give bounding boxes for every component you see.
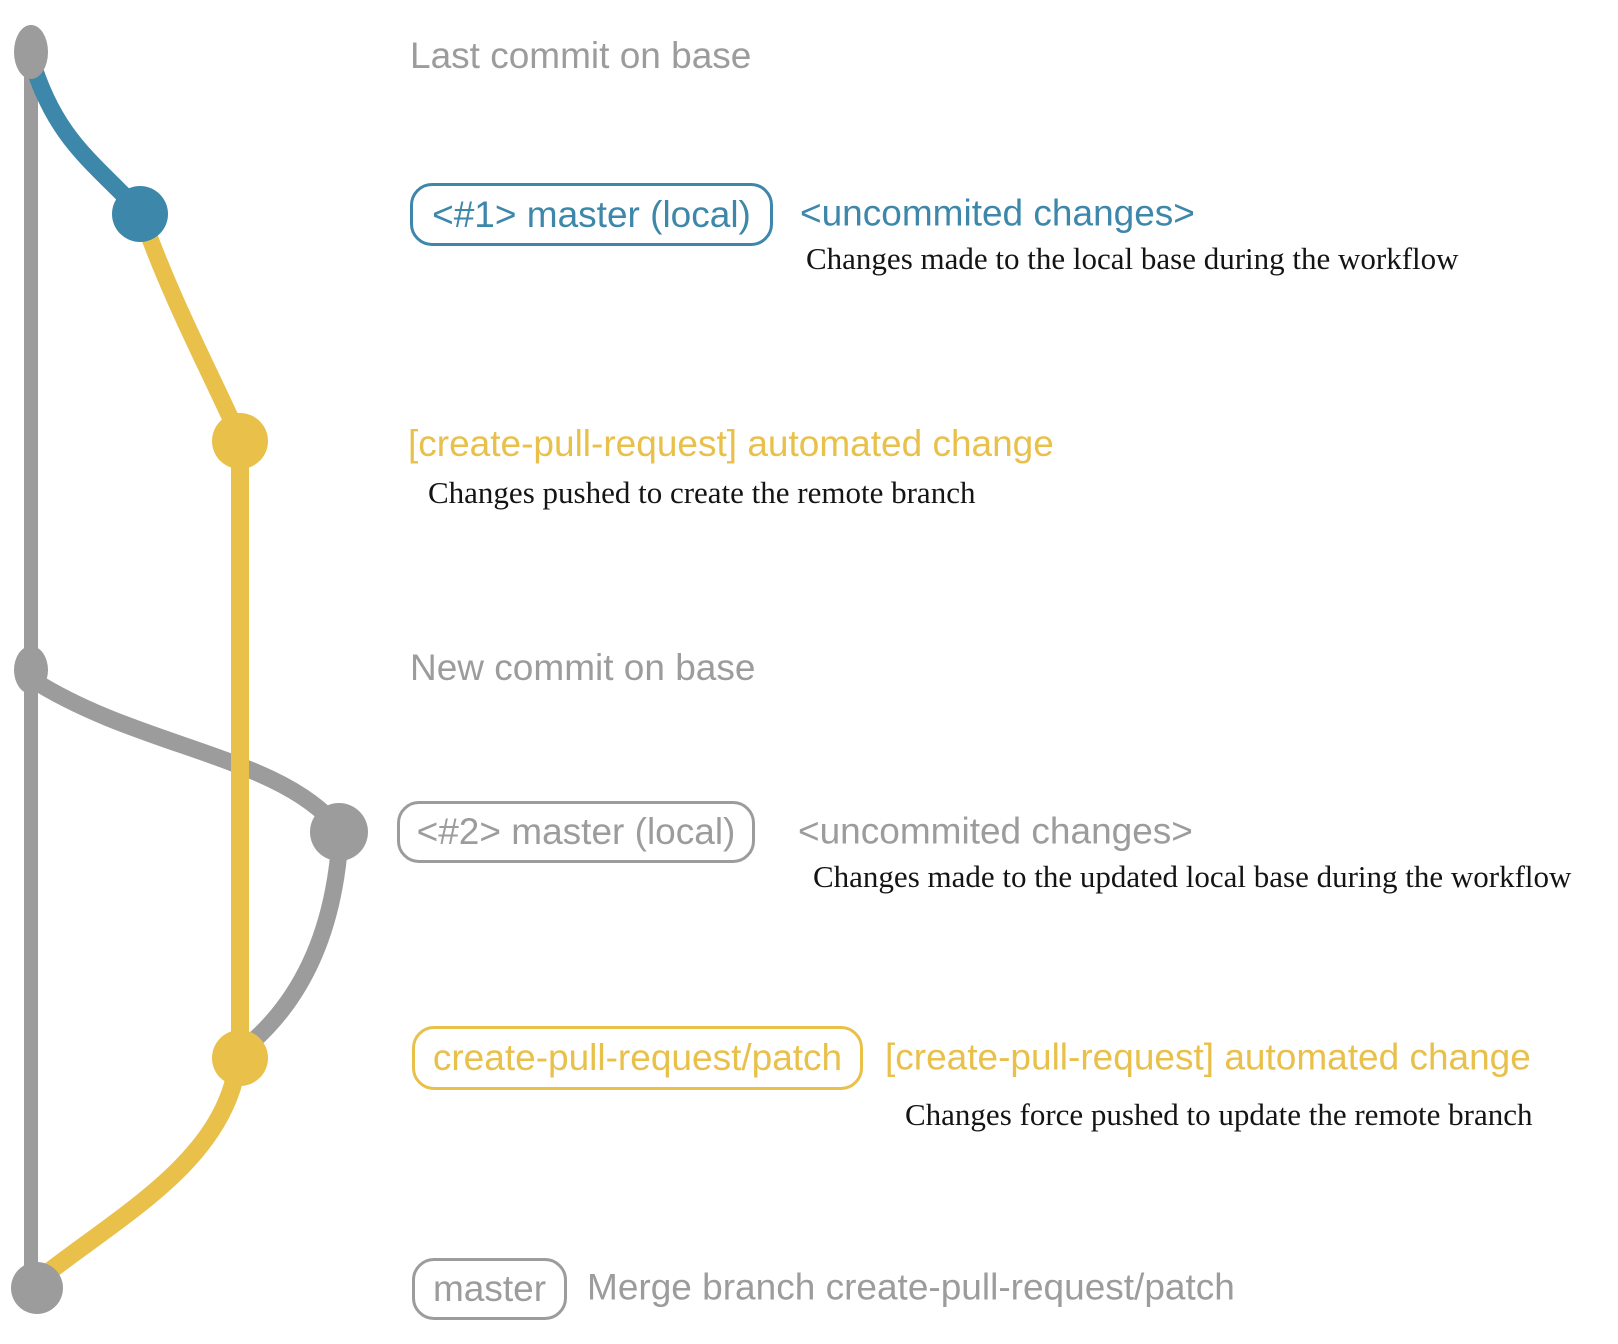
edge-base-to-local1 (22, 49, 147, 219)
commit-dot-base-new (14, 646, 48, 694)
ref-badge-local-master-1: <#1> master (local) (410, 183, 773, 246)
commit-dot-base-last (14, 25, 48, 79)
ref-badge-master: master (412, 1258, 567, 1320)
edge-newbase-to-local2 (24, 671, 347, 837)
description-local-master-1: Changes made to the local base during th… (806, 241, 1459, 276)
description-local-master-2: Changes made to the updated local base d… (813, 859, 1572, 894)
commit-dot-local2 (310, 803, 368, 861)
commit-message-patch-2: [create-pull-request] automated change (885, 1036, 1531, 1078)
commit-message-patch-1: [create-pull-request] automated change (408, 423, 1054, 464)
ref-badge-patch-branch: create-pull-request/patch (412, 1026, 863, 1090)
commit-message-local-master-2: <uncommited changes> (798, 810, 1193, 852)
commit-dot-local1 (112, 186, 168, 242)
caption-new-commit-on-base: New commit on base (410, 647, 756, 688)
commit-message-local-master-1: <uncommited changes> (800, 192, 1195, 234)
commit-dot-merge (11, 1262, 63, 1314)
caption-last-commit-on-base: Last commit on base (410, 35, 752, 76)
ref-badge-local-master-2: <#2> master (local) (397, 801, 755, 863)
edge-local2-to-patch2 (243, 831, 349, 1051)
edge-local1-to-patch1 (134, 211, 245, 439)
commit-message-merge: Merge branch create-pull-request/patch (587, 1266, 1235, 1308)
commit-dot-patch2 (212, 1030, 268, 1086)
commit-dot-patch1 (212, 413, 268, 469)
description-patch-1: Changes pushed to create the remote bran… (428, 475, 976, 510)
edge-patch-to-merge (37, 1063, 245, 1283)
description-patch-2: Changes force pushed to update the remot… (905, 1097, 1533, 1132)
